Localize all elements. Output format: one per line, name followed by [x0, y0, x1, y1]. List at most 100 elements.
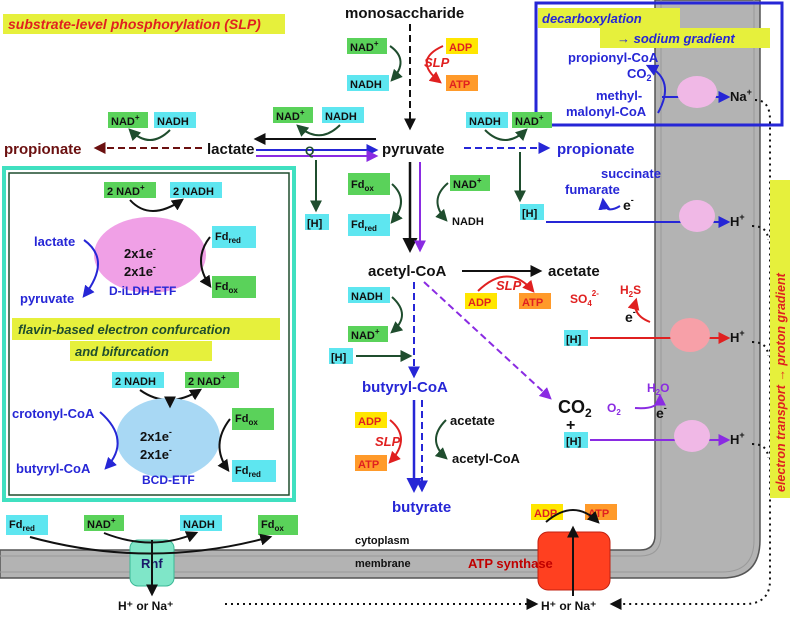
panel-butyryl-coa: butyryl-CoA [16, 461, 91, 476]
nadh-lac: NADH [325, 111, 357, 123]
two-nadh-2: 2 NADH [115, 376, 156, 388]
fdred-box-rnf [6, 515, 48, 535]
propionate-right: propionate [557, 141, 635, 158]
two-nad-box-1 [104, 182, 156, 198]
adp-box-glyco [446, 38, 478, 54]
fd-reduction-bcd-arrow [217, 418, 231, 472]
quinone-label: Q [305, 144, 314, 158]
pyruvate: pyruvate [382, 141, 445, 158]
coa-transfer-arrow [434, 419, 448, 460]
electron-sulfate: e- [625, 307, 636, 325]
nad-rnf: NAD+ [87, 516, 116, 531]
acetate: acetate [548, 263, 600, 280]
electron-oxygen: e- [656, 403, 667, 421]
adp-ac: ADP [468, 297, 491, 309]
h2o: H2O [647, 381, 669, 397]
fdox-box-pdh [348, 173, 390, 195]
flavin-title-2: and bifurcation [75, 344, 169, 359]
nad-box-pdh [450, 175, 490, 191]
fd-reduction-arrow [390, 183, 403, 224]
h-return-2 [751, 341, 769, 357]
fumarate-reduction-arrow [598, 197, 621, 211]
butyryl-nadh-arrow [390, 296, 404, 334]
nad-box-prop-r [512, 112, 552, 128]
nad-box-lac [273, 107, 313, 123]
fdox-box-ldh [212, 276, 256, 298]
methyl-label: methyl- [596, 88, 642, 103]
nad-box-prop [108, 112, 148, 128]
nad-box-but [348, 326, 388, 342]
fdox-box-bcd [232, 408, 274, 430]
succinate: succinate [601, 166, 661, 181]
co2-decarb: CO2 [627, 66, 652, 83]
h-out-1: H+ [730, 212, 745, 229]
nad-reduction-arrow [389, 45, 403, 82]
nadh-prop-r: NADH [469, 116, 501, 128]
atp-box-glyco [446, 75, 478, 91]
crotonyl-coa: crotonyl-CoA [12, 406, 95, 421]
fdred-box-pdh [348, 214, 390, 236]
fdox-pdh: Fdox [351, 179, 374, 193]
membrane-label: membrane [355, 558, 411, 570]
flavin-panel-inner [8, 172, 290, 496]
nad-box-rnf [84, 515, 124, 531]
acetate-transferase: acetate [450, 413, 495, 428]
slp-title-highlight [3, 14, 285, 34]
nadh-glyco: NADH [350, 79, 382, 91]
slp-glyco: SLP [424, 55, 450, 70]
two-nadh-box-2 [112, 372, 164, 388]
sulfate-reduction-arrow [627, 297, 651, 323]
ldh-nad-arrow [129, 198, 184, 212]
lactate-dh-arrow [296, 124, 341, 137]
nadh-box-prop [154, 112, 196, 128]
oxidase-blob [674, 420, 710, 452]
h-box-oxygen [564, 432, 588, 448]
fumarate: fumarate [565, 182, 620, 197]
co2-big: CO2 [558, 397, 592, 420]
fd-oxidation-arrow [199, 236, 212, 288]
ldh-etf-label: D-iLDH-ETF [109, 284, 176, 298]
o2: O2 [607, 401, 621, 417]
co2-plus: + [566, 417, 575, 434]
monosaccharide: monosaccharide [345, 5, 464, 22]
lactate-oxidation-arrow [82, 239, 99, 298]
flavin-panel [2, 166, 296, 502]
butyryl-coa: butyryl-CoA [362, 379, 448, 396]
two-nadh-box-1 [170, 182, 222, 198]
nadh-box-rnf [180, 515, 222, 531]
rnf-fd-arrow [29, 533, 273, 555]
nad-prop: NAD+ [111, 113, 140, 128]
adp-synthase: ADP [534, 508, 557, 520]
nadh-box-prop-r [466, 112, 508, 128]
adp-box-but [355, 412, 387, 428]
nadh-but: NADH [351, 291, 383, 303]
h-box-left [305, 214, 329, 230]
h-sulfate: [H] [566, 334, 582, 346]
h2s: H2S [620, 283, 641, 299]
h-but: [H] [331, 352, 347, 364]
atp-but: ATP [358, 459, 379, 471]
nadh-box-glyco [347, 75, 389, 91]
nad-lac: NAD+ [276, 108, 305, 123]
decarboxylation-box [534, 1, 784, 127]
na-out-top: Na+ [730, 87, 752, 104]
nadh-prop: NADH [157, 116, 189, 128]
malonyl-coa-label: malonyl-CoA [566, 104, 647, 119]
propionate-nadh-arrow [128, 128, 171, 142]
slp-arrow-butyrate [388, 419, 402, 464]
nad-but: NAD+ [351, 327, 380, 342]
adp-glyco: ADP [449, 42, 472, 54]
h-left: [H] [307, 218, 323, 230]
nadh-pdh: NADH [452, 216, 484, 228]
nad-reduction-pdh [435, 182, 449, 222]
fdred-bcd: Fdred [235, 465, 261, 479]
h-return-1 [751, 225, 769, 241]
slp-arrow-glyco [425, 45, 444, 84]
acetylcoa-to-co2 [423, 281, 552, 400]
h-right: [H] [522, 208, 538, 220]
nadh-box-lac [322, 107, 364, 123]
decarboxylation-title: decarboxylation [542, 11, 642, 26]
h-return-3 [751, 443, 769, 459]
electron-transport-label: electron transport → proton gradient [774, 272, 788, 492]
slp-title: substrate-level phosphorylation (SLP) [8, 16, 261, 32]
